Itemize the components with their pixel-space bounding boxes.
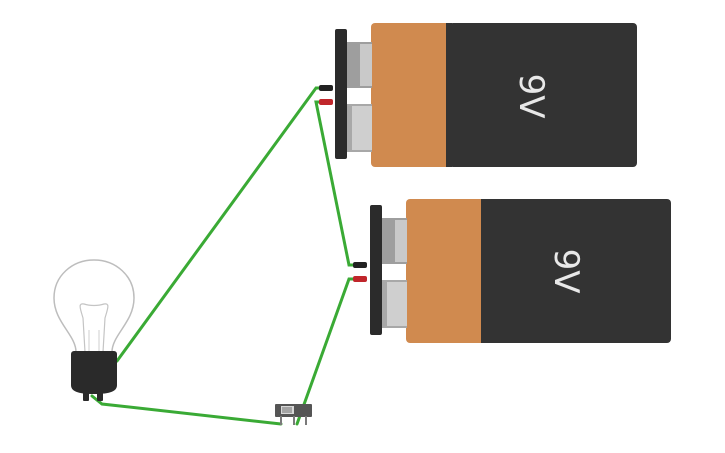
battery-top[interactable]: 9V [319,23,637,167]
battery-top-terminal-negative[interactable] [319,85,333,91]
bulb-base-collar [71,351,117,359]
battery-top-label: 9V [511,74,551,119]
light-bulb-icon[interactable] [53,259,135,401]
slide-switch-icon[interactable] [275,404,312,425]
battery-bottom-snap-small-face [395,220,407,262]
battery-top-copper-body [371,23,451,167]
bulb-pin-right[interactable] [97,391,103,401]
battery-bottom-connector-plate [370,205,382,335]
wire-bottom-positive-to-switch[interactable] [295,277,366,426]
bulb-base [71,354,117,394]
bulb-pin-left[interactable] [83,391,89,401]
battery-top-connector-plate [335,29,347,159]
switch-slider-grip [282,407,292,413]
bulb-filament-supports [88,330,100,352]
switch-pin-2[interactable] [293,416,295,425]
battery-bottom-terminal-positive[interactable] [353,276,367,282]
battery-bottom-black-body [483,199,671,343]
battery-top-black-body [449,23,637,167]
battery-bottom-snap-large-face [387,282,407,326]
battery-top-snap-small-face [360,44,372,86]
battery-top-terminal-positive[interactable] [319,99,333,105]
wire-switch-to-bulb[interactable] [90,394,283,426]
battery-top-snap-large-face [352,106,372,150]
battery-bottom[interactable]: 9V [353,199,671,343]
bulb-filament [79,303,109,353]
wires [90,86,366,426]
switch-slider[interactable] [281,406,294,414]
battery-bottom-copper-body [406,199,486,343]
battery-top-band-edge [446,23,452,167]
battery-bottom-band-edge [481,199,487,343]
battery-bottom-label: 9V [546,249,586,294]
wire-bulb-to-top-battery-negative[interactable] [115,86,332,363]
battery-bottom-terminal-negative[interactable] [353,262,367,268]
switch-pin-3[interactable] [305,416,307,425]
switch-pin-1[interactable] [280,416,282,425]
